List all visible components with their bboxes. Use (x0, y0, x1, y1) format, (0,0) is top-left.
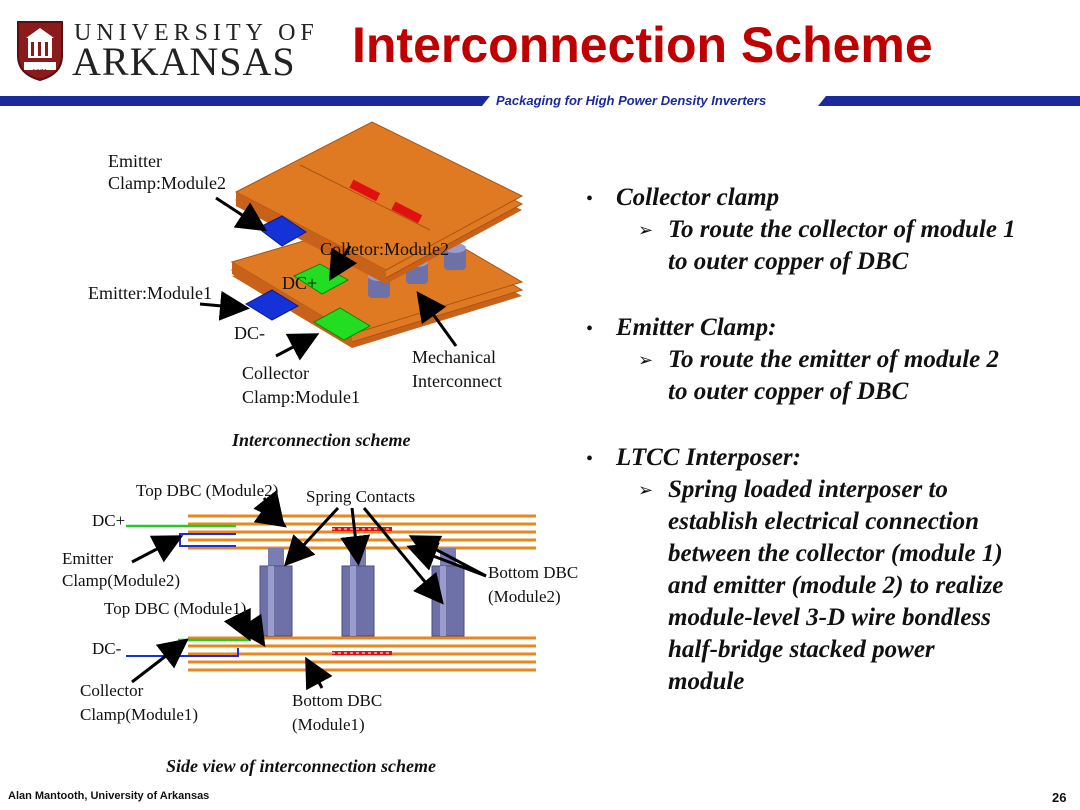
bullet-title-1: Collector clamp (616, 184, 780, 211)
emitter-module1 (244, 289, 300, 321)
top-module-layer-lines (188, 514, 536, 550)
side-view-arrows (131, 489, 487, 691)
sub-arrow-icon: ➢ (638, 350, 654, 371)
footer-author: Alan Mantooth, University of Arkansas (8, 790, 210, 802)
bullet-3-sub-line7: module (668, 668, 745, 695)
label-bottom-dbc-m2-line1: Bottom DBC (488, 563, 579, 582)
label-top-dbc-module1: Top DBC (Module1) (104, 599, 247, 618)
page-title: Interconnection Scheme (352, 17, 933, 73)
label-collector-clamp-side-line1: Collector (80, 681, 144, 700)
bullet-2-sub-line1: To route the emitter of module 2 (668, 346, 1000, 373)
bullet-3-sub-line3: between the collector (module 1) (668, 540, 1003, 567)
label-emitter-clamp-side-line2: Clamp(Module2) (62, 571, 181, 590)
logo-crest-icon (17, 21, 63, 82)
label-spring-contacts: Spring Contacts (306, 487, 416, 506)
bullet-marker-2: • (586, 318, 594, 340)
caption-top-figure: Interconnection scheme (232, 430, 411, 450)
bullet-marker-1: • (586, 188, 594, 210)
logo-year: 1871 (32, 69, 48, 76)
top-figure-arrows (199, 196, 458, 361)
side-view-diagram (126, 489, 536, 691)
label-emitter-clamp-side-line1: Emitter (62, 549, 113, 568)
bullet-3-sub-line1: Spring loaded interposer to (668, 476, 948, 503)
label-mechanical-line1: Mechanical (412, 347, 496, 367)
label-bottom-dbc-m1-line2: (Module1) (292, 715, 365, 734)
bullet-3-sub-line2: establish electrical connection (668, 508, 980, 535)
label-dc-minus-side: DC- (92, 639, 122, 658)
label-dc-plus-side: DC+ (92, 511, 126, 530)
sub-arrow-icon: ➢ (638, 480, 654, 501)
page-subtitle: Packaging for High Power Density Inverte… (496, 93, 767, 108)
label-dc-plus-top: DC+ (282, 273, 318, 293)
label-colletor-module2: Colletor:Module2 (320, 239, 449, 259)
label-emitter-module1: Emitter:Module1 (88, 283, 212, 303)
bullet-2-sub-line2: to outer copper of DBC (668, 378, 909, 405)
caption-side-view: Side view of interconnection scheme (166, 756, 436, 776)
label-mechanical-line2: Interconnect (412, 371, 502, 391)
sub-arrow-icon: ➢ (638, 220, 654, 241)
header-rule (0, 96, 1080, 106)
university-logo: 1871 (8, 14, 288, 84)
label-top-dbc-module2: Top DBC (Module2) (136, 481, 279, 500)
bullet-1-sub-line2: to outer copper of DBC (668, 248, 909, 275)
bullet-title-2: Emitter Clamp: (616, 314, 777, 341)
label-dc-minus-top: DC- (234, 323, 265, 343)
logo-text-line1: UNIVERSITY OF (74, 20, 319, 46)
label-collector-clamp-m1-line1: Collector (242, 363, 309, 383)
bullet-3-sub-line6: half-bridge stacked power (668, 636, 935, 663)
bullet-1-sub-line1: To route the collector of module 1 (668, 216, 1016, 243)
collector-clamp-module1 (312, 307, 372, 341)
label-collector-clamp-side-line2: Clamp(Module1) (80, 705, 199, 724)
bullet-title-3: LTCC Interposer: (616, 444, 801, 471)
page-number: 26 (1052, 790, 1067, 805)
bullet-3-sub-line4: and emitter (module 2) to realize (668, 572, 1004, 599)
interconnection-3d-diagram (199, 121, 524, 361)
bullet-marker-3: • (586, 448, 594, 470)
label-bottom-dbc-m1-line1: Bottom DBC (292, 691, 383, 710)
label-collector-clamp-m1-line2: Clamp:Module1 (242, 387, 360, 407)
logo-text-line2: ARKANSAS (72, 39, 296, 84)
emitter-clamp-module2 (257, 215, 307, 247)
bullet-3-sub-line5: module-level 3-D wire bondless (668, 604, 991, 631)
label-emitter-clamp-m2-line1: Emitter (108, 151, 162, 171)
label-bottom-dbc-m2-line2: (Module2) (488, 587, 561, 606)
top-module-layers (234, 121, 524, 284)
label-emitter-clamp-m2-line2: Clamp:Module2 (108, 173, 226, 193)
